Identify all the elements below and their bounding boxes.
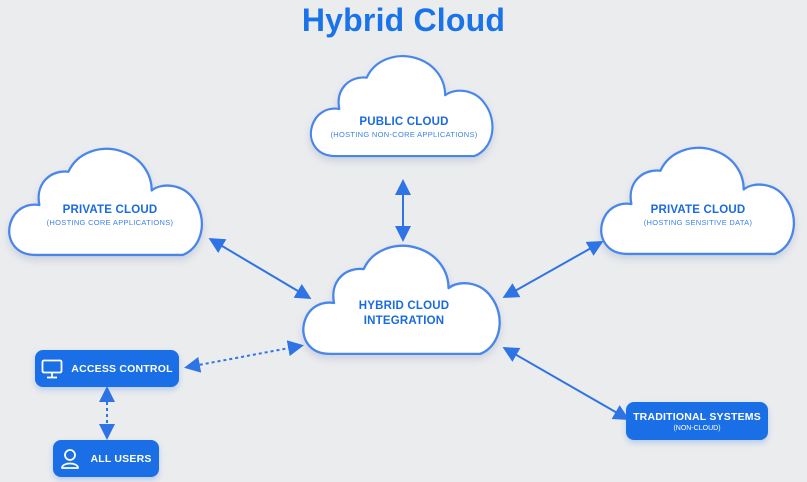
monitor-icon xyxy=(41,359,63,379)
cloud-private-right-title: PRIVATE CLOUD xyxy=(650,204,746,216)
all-users-pill[interactable]: ALL USERS xyxy=(53,440,159,477)
traditional-systems-label: TRADITIONAL SYSTEMS xyxy=(633,410,761,423)
cloud-public-label: PUBLIC CLOUD (HOSTING NON-CORE APPLICATI… xyxy=(310,116,498,139)
access-control-label: ACCESS CONTROL xyxy=(71,362,173,375)
traditional-systems-sublabel: (NON-CLOUD) xyxy=(673,424,721,432)
page-title: Hybrid Cloud xyxy=(301,2,506,38)
cloud-hybrid-title-line2: INTEGRATION xyxy=(363,315,445,327)
cloud-public xyxy=(309,54,494,158)
arrow-traditional-hybrid xyxy=(502,347,630,420)
access-control-pill[interactable]: ACCESS CONTROL xyxy=(35,350,179,387)
cloud-private-left xyxy=(8,147,204,257)
cloud-private-right-subtitle: (HOSTING SENSITIVE DATA) xyxy=(643,218,753,227)
arrow-private-left-hybrid xyxy=(208,237,312,300)
all-users-label: ALL USERS xyxy=(90,452,152,465)
cloud-hybrid-label: HYBRID CLOUD INTEGRATION xyxy=(304,300,504,327)
cloud-private-left-label: PRIVATE CLOUD (HOSTING CORE APPLICATIONS… xyxy=(12,204,208,227)
cloud-private-right-label: PRIVATE CLOUD (HOSTING SENSITIVE DATA) xyxy=(600,204,796,227)
cloud-public-title: PUBLIC CLOUD xyxy=(359,116,449,128)
user-icon xyxy=(60,448,80,470)
cloud-public-subtitle: (HOSTING NON-CORE APPLICATIONS) xyxy=(330,130,478,139)
cloud-private-left-title: PRIVATE CLOUD xyxy=(62,204,158,216)
arrow-private-right-hybrid xyxy=(502,241,604,298)
cloud-private-left-subtitle: (HOSTING CORE APPLICATIONS) xyxy=(46,218,174,227)
arrow-access-hybrid xyxy=(184,340,304,373)
cloud-private-right xyxy=(599,146,796,256)
traditional-systems-pill[interactable]: TRADITIONAL SYSTEMS (NON-CLOUD) xyxy=(626,402,768,440)
cloud-hybrid-title-line1: HYBRID CLOUD xyxy=(358,300,450,312)
